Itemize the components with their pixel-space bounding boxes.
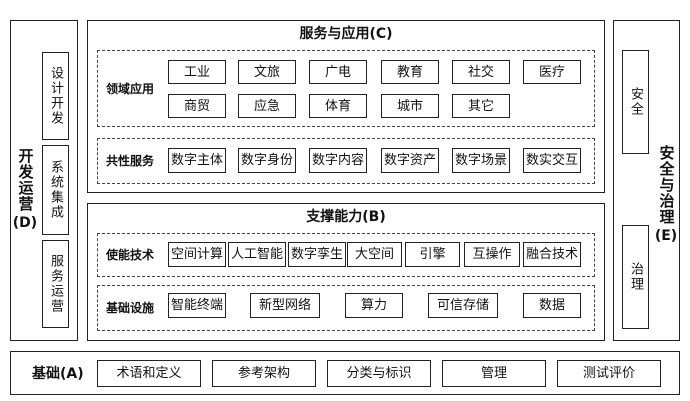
domain-app-sports: 体育 — [309, 94, 367, 118]
dev-ops-item-design-dev: 设计开发 — [42, 52, 69, 140]
domain-app-others: 其它 — [452, 94, 510, 118]
infrastructure-new-network: 新型网络 — [250, 293, 320, 318]
domain-app-emergency: 应急 — [238, 94, 296, 118]
common-service-virtual-real-interaction: 数实交互 — [523, 148, 581, 173]
infrastructure-label: 基础设施 — [106, 301, 155, 315]
common-service-digital-assets: 数字资产 — [381, 148, 439, 173]
security-item-governance: 治理 — [622, 225, 649, 329]
enabling-tech-spatial-computing: 空间计算 — [168, 242, 226, 267]
enabling-tech-label: 使能技术 — [106, 248, 155, 262]
foundation-management: 管理 — [442, 360, 546, 387]
dev-ops-item-service-operation: 服务运营 — [42, 240, 69, 328]
foundation-classification-identification: 分类与标识 — [327, 360, 431, 387]
enabling-tech-large-space: 大空间 — [347, 242, 402, 267]
dev-ops-title-text: 开发运营 — [16, 148, 35, 212]
security-title-text: 安全与治理 — [657, 145, 676, 225]
common-services-label: 共性服务 — [106, 154, 155, 168]
enabling-tech-engine: 引擎 — [405, 242, 460, 267]
foundation-testing-evaluation: 测试评价 — [557, 360, 661, 387]
support-title: 支撑能力(B) — [306, 209, 386, 225]
domain-app-broadcast: 广电 — [309, 60, 367, 84]
enabling-tech-ai: 人工智能 — [228, 242, 286, 267]
infrastructure-smart-terminal: 智能终端 — [168, 293, 226, 318]
domain-app-social: 社交 — [452, 60, 510, 84]
domain-app-city: 城市 — [381, 94, 439, 118]
domain-app-culture-tourism: 文旅 — [238, 60, 296, 84]
security-title: 安全与治理 (E) — [653, 145, 679, 246]
domain-apps-label: 领域应用 — [106, 82, 155, 96]
foundation-reference-architecture: 参考架构 — [212, 360, 316, 387]
infrastructure-trusted-storage: 可信存储 — [428, 293, 498, 318]
enabling-tech-digital-twin: 数字孪生 — [288, 242, 346, 267]
domain-app-healthcare: 医疗 — [523, 60, 581, 84]
dev-ops-title-code: (D) — [12, 215, 38, 231]
services-title: 服务与应用(C) — [299, 26, 393, 42]
foundation-terms-definitions: 术语和定义 — [97, 360, 201, 387]
common-service-digital-identity: 数字身份 — [238, 148, 296, 173]
common-service-digital-content: 数字内容 — [309, 148, 367, 173]
enabling-tech-fusion: 融合技术 — [523, 242, 581, 267]
infrastructure-data: 数据 — [523, 293, 581, 318]
infrastructure-computing-power: 算力 — [345, 293, 403, 318]
foundation-label: 基础(A) — [32, 366, 84, 382]
dev-ops-title: 开发运营 (D) — [12, 148, 38, 233]
security-title-code: (E) — [654, 228, 678, 244]
domain-app-education: 教育 — [381, 60, 439, 84]
domain-app-commerce: 商贸 — [168, 94, 226, 118]
common-service-digital-subject: 数字主体 — [168, 148, 226, 173]
domain-app-industry: 工业 — [168, 60, 226, 84]
common-service-digital-scene: 数字场景 — [452, 148, 510, 173]
enabling-tech-interoperability: 互操作 — [464, 242, 520, 267]
security-item-safety: 安全 — [622, 50, 649, 154]
dev-ops-item-system-integration: 系统集成 — [42, 145, 69, 235]
